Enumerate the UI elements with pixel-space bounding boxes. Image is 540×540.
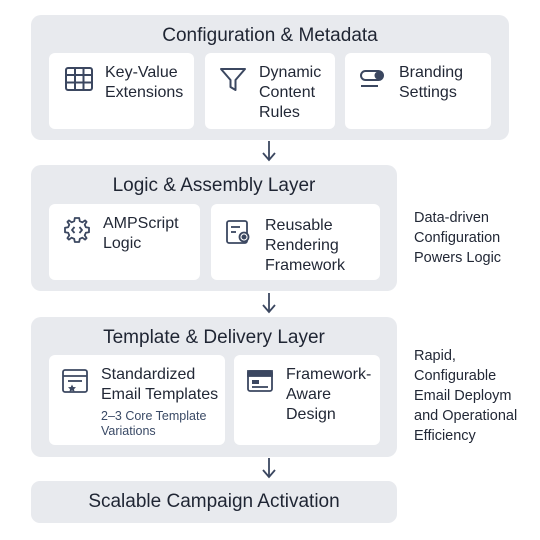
toggle-icon [357, 63, 389, 95]
card-label: Standardized Email Templates [101, 366, 219, 403]
logic-layer: Logic & Assembly Layer AMPScript Logic R… [31, 165, 397, 291]
standardized-email-templates-card: Standardized Email Templates 2–3 Core Te… [49, 355, 225, 445]
logic-layer-title: Logic & Assembly Layer [112, 175, 316, 196]
key-value-extensions-card: Key-Value Extensions [49, 53, 194, 129]
table-icon [63, 63, 95, 95]
dynamic-content-rules-card: Dynamic Content Rules [205, 53, 335, 129]
gear-code-icon [61, 214, 93, 246]
config-layer: Configuration & Metadata Key-Value Exten… [31, 15, 509, 140]
document-gear-icon [223, 216, 255, 248]
final-label: Scalable Campaign Activation [88, 491, 340, 512]
logic-side-note: Data-driven Configuration Powers Logic [414, 210, 502, 266]
card-label: Branding Settings [399, 64, 464, 101]
reusable-rendering-framework-card: Reusable Rendering Framework [211, 204, 380, 280]
branding-settings-card: Branding Settings [345, 53, 491, 129]
template-layer: Template & Delivery Layer Standardized E… [31, 317, 397, 457]
card-label: Dynamic Content Rules [259, 64, 322, 121]
config-layer-title: Configuration & Metadata [162, 25, 378, 46]
card-label: Reusable Rendering Framework [265, 217, 346, 274]
ampscript-logic-card: AMPScript Logic [49, 204, 200, 280]
card-sublabel: 2–3 Core Template Variations [101, 409, 207, 438]
down-arrow-icon [262, 458, 276, 479]
framework-aware-design-card: Framework- Aware Design [234, 355, 380, 445]
layout-icon [244, 365, 276, 397]
card-label: Framework- Aware Design [286, 366, 372, 423]
down-arrow-icon [262, 293, 276, 314]
email-template-icon [59, 365, 91, 397]
down-arrow-icon [262, 141, 276, 162]
scalable-campaign-activation-box: Scalable Campaign Activation [31, 481, 397, 523]
template-side-note: Rapid, Configurable Email Deploym and Op… [414, 348, 518, 444]
funnel-icon [217, 63, 249, 95]
card-label: AMPScript Logic [103, 215, 179, 252]
card-label: Key-Value Extensions [105, 64, 184, 101]
template-layer-title: Template & Delivery Layer [103, 327, 325, 348]
